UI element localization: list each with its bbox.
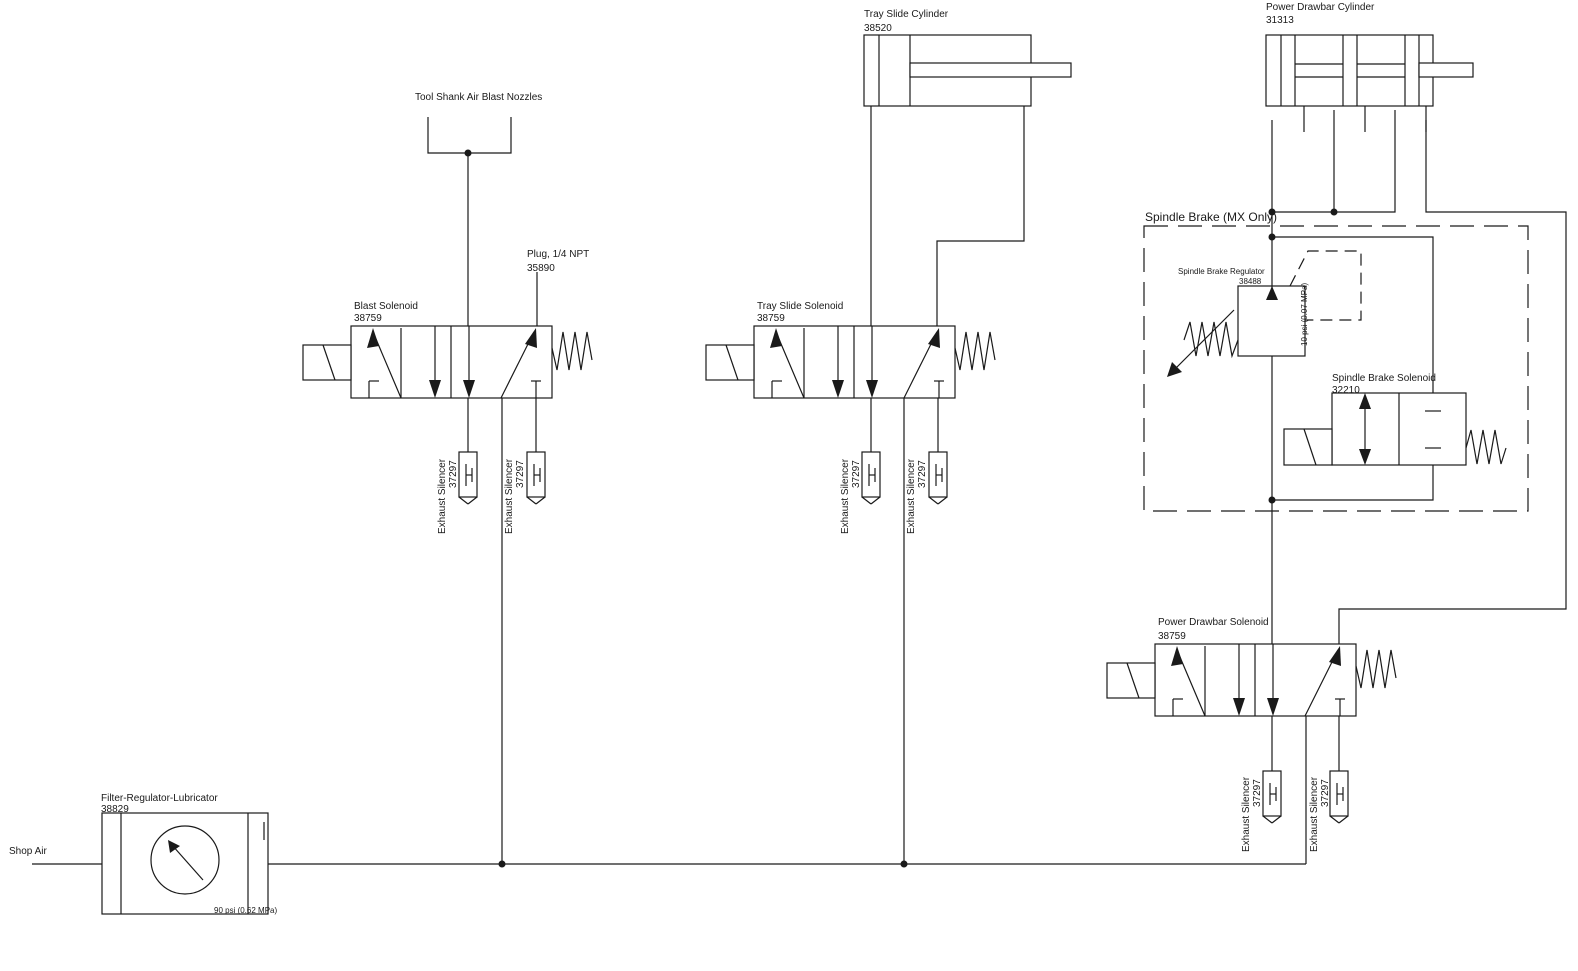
brake-regulator-pressure: 10 psi (0.07 MPa) <box>1300 283 1309 346</box>
drawbar-solenoid-label: Power Drawbar Solenoid <box>1158 617 1269 628</box>
brake-regulator-part: 38488 <box>1239 277 1262 286</box>
spindle-brake-group <box>1143 225 1529 512</box>
silencer-label: Exhaust Silencer <box>906 458 917 534</box>
blast-solenoid-part: 38759 <box>354 313 382 324</box>
silencer-part: 37297 <box>448 460 459 488</box>
drawbar-cylinder-label: Power Drawbar Cylinder <box>1266 2 1375 13</box>
silencer-label: Exhaust Silencer <box>1241 776 1252 852</box>
silencer-part: 37297 <box>1252 779 1263 807</box>
brake-regulator-label: Spindle Brake Regulator <box>1178 267 1265 276</box>
tray-slide-solenoid-valve <box>705 325 996 399</box>
silencer-part: 37297 <box>851 460 862 488</box>
exhaust-silencer-blast-a <box>458 451 478 505</box>
plug-name-label: Plug, 1/4 NPT <box>527 249 589 260</box>
silencer-label: Exhaust Silencer <box>840 458 851 534</box>
air-blast-nozzles <box>427 117 512 154</box>
nozzles-label: Tool Shank Air Blast Nozzles <box>415 92 542 103</box>
brake-solenoid-label: Spindle Brake Solenoid <box>1332 373 1436 384</box>
frl-pressure-label: 90 psi (0.62 MPa) <box>214 906 277 915</box>
exhaust-silencer-tray-a <box>861 451 881 505</box>
tray-cylinder-part: 38520 <box>864 23 892 34</box>
silencer-label: Exhaust Silencer <box>504 458 515 534</box>
exhaust-silencer-drawbar-a <box>1262 770 1282 824</box>
spindle-brake-group-label: Spindle Brake (MX Only) <box>1145 210 1277 224</box>
tray-solenoid-part: 38759 <box>757 313 785 324</box>
silencer-part: 37297 <box>1320 779 1331 807</box>
tray-solenoid-label: Tray Slide Solenoid <box>757 301 843 312</box>
drawbar-solenoid-part: 38759 <box>1158 631 1186 642</box>
power-drawbar-solenoid-valve <box>1106 643 1397 717</box>
exhaust-silencer-blast-b <box>526 451 546 505</box>
exhaust-silencer-drawbar-b <box>1329 770 1349 824</box>
silencer-part: 37297 <box>515 460 526 488</box>
frl-name-label: Filter-Regulator-Lubricator <box>101 793 218 804</box>
frl-part-label: 38829 <box>101 804 129 815</box>
tray-cylinder-label: Tray Slide Cylinder <box>864 9 949 20</box>
plug-part-label: 35890 <box>527 263 555 274</box>
blast-solenoid-label: Blast Solenoid <box>354 301 418 312</box>
exhaust-silencer-tray-b <box>928 451 948 505</box>
silencer-part: 37297 <box>917 460 928 488</box>
shop-air-label: Shop Air <box>9 846 47 857</box>
silencer-label: Exhaust Silencer <box>437 458 448 534</box>
drawbar-cylinder-part: 31313 <box>1266 15 1294 26</box>
power-drawbar-cylinder <box>1265 34 1434 107</box>
brake-solenoid-part: 32210 <box>1332 385 1360 396</box>
silencer-label: Exhaust Silencer <box>1309 776 1320 852</box>
blast-solenoid-valve <box>302 325 593 399</box>
